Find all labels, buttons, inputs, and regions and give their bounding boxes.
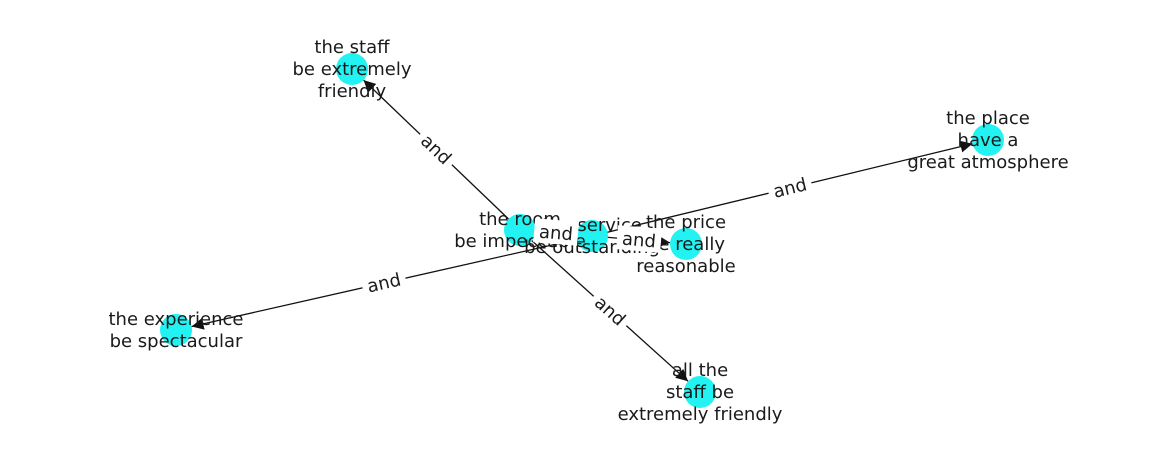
node-price bbox=[670, 228, 702, 260]
node-staff2 bbox=[684, 376, 716, 408]
node-experience bbox=[160, 314, 192, 346]
edge-label-room-service: and bbox=[533, 218, 580, 246]
node-room bbox=[504, 214, 536, 246]
edge-label-service-price: and bbox=[616, 225, 663, 253]
edge-label-service-experience: and bbox=[359, 265, 408, 299]
node-place bbox=[972, 124, 1004, 156]
nodes-layer bbox=[160, 53, 1004, 408]
edge-label-text: and bbox=[621, 229, 657, 253]
edge-label-service-place: and bbox=[765, 170, 814, 204]
node-staff1 bbox=[336, 53, 368, 85]
node-service bbox=[576, 220, 608, 252]
edge-label-text: and bbox=[538, 222, 574, 246]
